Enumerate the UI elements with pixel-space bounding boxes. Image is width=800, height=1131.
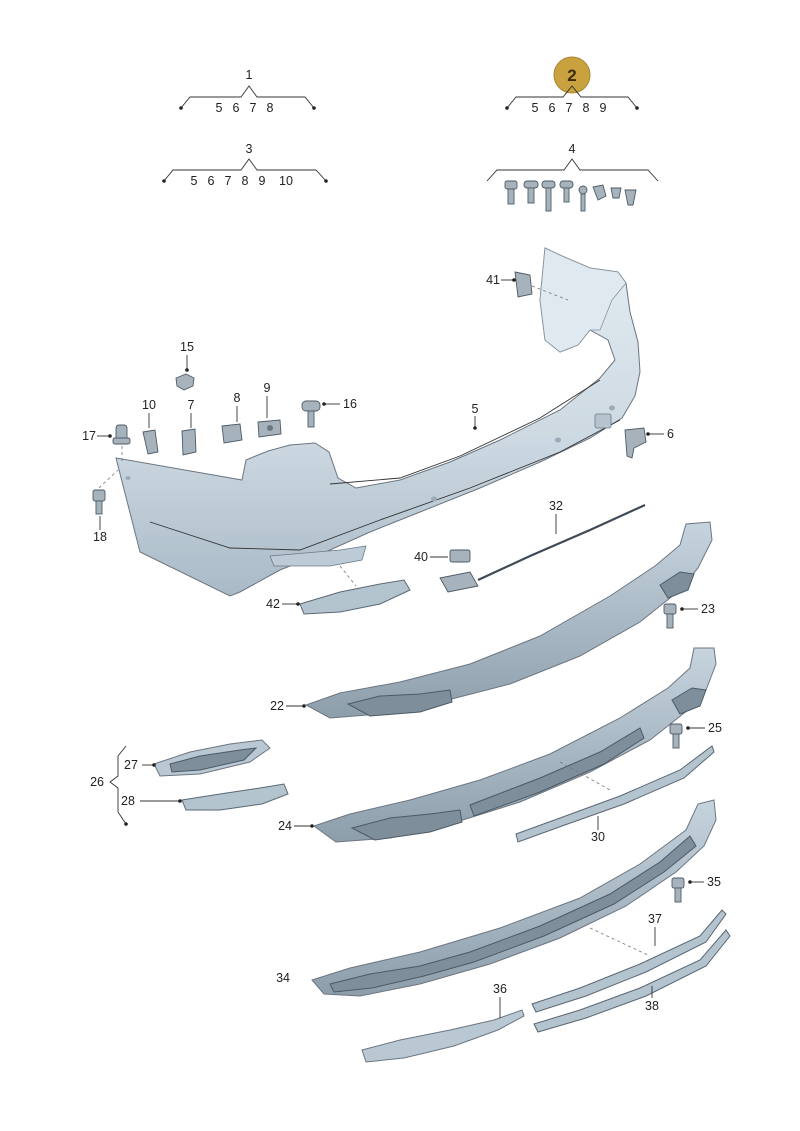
part-15-nut <box>175 373 195 391</box>
callout-27: 27 <box>124 758 138 772</box>
callout-41: 41 <box>486 273 500 287</box>
part-9-clip <box>257 419 282 438</box>
callout-26: 26 <box>90 775 104 789</box>
part-18-bolt <box>92 489 106 515</box>
part-32-wiring-harness <box>477 503 646 581</box>
part-16-screw <box>301 400 321 428</box>
callout-9: 9 <box>264 381 271 395</box>
group-1-sub-7: 7 <box>250 101 257 115</box>
badge-label: 2 <box>567 66 576 85</box>
part-10-clip <box>142 429 159 455</box>
group-2-bracket <box>506 85 638 109</box>
callout-35: 35 <box>707 875 721 889</box>
part-36-trim-strip <box>361 1009 525 1063</box>
group-3-bracket <box>163 158 327 182</box>
group-2-sub-8: 8 <box>583 101 590 115</box>
group-3-label: 3 <box>246 142 253 156</box>
part-7-clip <box>181 428 197 456</box>
group-1-sub-8: 8 <box>267 101 274 115</box>
part-17-clip <box>112 424 131 445</box>
highlight-badge: 2 <box>553 56 591 94</box>
group-4: 4 <box>486 142 659 212</box>
callout-24: 24 <box>278 819 292 833</box>
part-41-bracket <box>514 271 569 301</box>
group-1-label: 1 <box>246 68 253 82</box>
part-6-clip <box>624 427 647 459</box>
group-3-sub-5: 5 <box>191 174 198 188</box>
part-25-bolt <box>669 723 683 749</box>
callout-25: 25 <box>708 721 722 735</box>
callout-15: 15 <box>180 340 194 354</box>
callout-40: 40 <box>414 550 428 564</box>
group-1-bracket <box>180 85 315 109</box>
group-4-bracket <box>486 158 659 182</box>
callout-17: 17 <box>82 429 96 443</box>
callout-5: 5 <box>472 402 479 416</box>
callout-42: 42 <box>266 597 280 611</box>
part-22-diffuser <box>304 521 713 719</box>
group-2-sub-6: 6 <box>549 101 556 115</box>
callout-18: 18 <box>93 530 107 544</box>
part-37-trim-strip <box>531 909 727 1013</box>
part-23-bolt <box>663 603 677 629</box>
badge-circle <box>553 56 591 94</box>
bumper-reflector-slot <box>269 545 367 567</box>
callout-10: 10 <box>142 398 156 412</box>
callout-37: 37 <box>648 912 662 926</box>
callout-23: 23 <box>701 602 715 616</box>
part-40-sensor-holder <box>439 549 479 593</box>
group-2: 5 6 7 8 9 <box>505 85 639 115</box>
group-2-sub-7: 7 <box>566 101 573 115</box>
part-24-diffuser <box>312 647 717 843</box>
part-34-diffuser <box>311 799 717 997</box>
fastener-set-icon <box>504 180 637 212</box>
callout-30: 30 <box>591 830 605 844</box>
callout-16: 16 <box>343 397 357 411</box>
group-3-sub-10: 10 <box>279 174 293 188</box>
callout-22: 22 <box>270 699 284 713</box>
group-1-sub-6: 6 <box>233 101 240 115</box>
callout-6: 6 <box>667 427 674 441</box>
bumper-upper-panel <box>539 247 627 353</box>
callout-7: 7 <box>188 398 195 412</box>
part-42-reflector <box>299 565 411 615</box>
callout-38: 38 <box>645 999 659 1013</box>
group-1-sub-5: 5 <box>216 101 223 115</box>
group-3-sub-8: 8 <box>242 174 249 188</box>
group-4-label: 4 <box>569 142 576 156</box>
part-27-grille-insert <box>153 739 271 777</box>
part-30-trim-strip <box>515 745 715 843</box>
group-3: 3 5 6 7 8 9 10 <box>162 142 328 188</box>
group-2-sub-9: 9 <box>600 101 607 115</box>
callout-36: 36 <box>493 982 507 996</box>
group-2-sub-5: 5 <box>532 101 539 115</box>
part-8-clip <box>221 423 243 444</box>
callout-8: 8 <box>234 391 241 405</box>
group-3-sub-6: 6 <box>208 174 215 188</box>
callout-32: 32 <box>549 499 563 513</box>
callout-34: 34 <box>276 971 290 985</box>
callout-28: 28 <box>121 794 135 808</box>
bumper-cover <box>115 247 641 597</box>
group-1: 1 5 6 7 8 <box>179 68 316 115</box>
part-38-trim-strip <box>533 929 731 1033</box>
group-3-sub-7: 7 <box>225 174 232 188</box>
part-35-bolt <box>671 877 685 903</box>
group-3-sub-9: 9 <box>259 174 266 188</box>
part-28-trim <box>181 783 289 811</box>
